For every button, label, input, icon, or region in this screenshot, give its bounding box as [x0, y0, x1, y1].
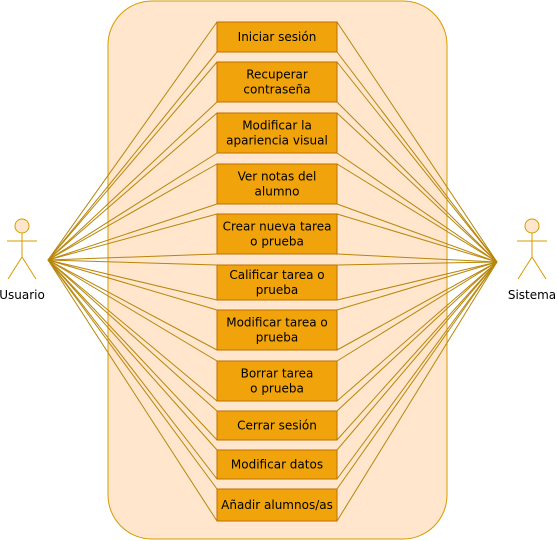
association-line-right — [336, 51, 498, 263]
actor-leg — [7, 256, 23, 280]
stick-figure-icon — [517, 218, 547, 280]
association-line-left — [47, 163, 218, 261]
use-case-label: Calificar tarea o — [229, 268, 324, 282]
association-line-right — [336, 101, 498, 263]
use-case-label: Crear nueva tarea — [223, 220, 332, 234]
association-line-right — [336, 261, 498, 362]
stick-figure-icon — [7, 218, 37, 280]
actor-label-sistema: Sistema — [508, 288, 556, 302]
use-case-label: alumno — [255, 185, 300, 199]
use-case-label: Añadir alumnos/as — [221, 498, 333, 512]
actor-usuario: Usuario — [0, 218, 45, 302]
use-case-label: Cerrar sesión — [237, 419, 317, 433]
actor-head — [14, 218, 30, 234]
association-line-right — [336, 261, 498, 522]
use-case-label: o prueba — [250, 382, 304, 396]
use-case-box — [216, 360, 338, 402]
use-case-label: Modificar tarea o — [226, 316, 328, 330]
association-line-left — [47, 259, 218, 301]
use-case-label: Modificar la — [242, 119, 312, 133]
use-case: Modificar datos — [216, 449, 338, 480]
use-case-box — [216, 488, 338, 522]
use-case-box — [216, 309, 338, 351]
association-line-left — [47, 203, 218, 261]
use-case: Añadir alumnos/as — [216, 488, 338, 522]
association-lines — [47, 21, 498, 522]
association-line-right — [336, 261, 498, 412]
use-case-box — [216, 410, 338, 441]
use-case-label: Modificar datos — [231, 458, 323, 472]
use-case-box — [216, 112, 338, 154]
association-line-left — [47, 61, 218, 261]
association-line-left — [47, 259, 218, 412]
association-line-left — [47, 21, 218, 261]
use-case-label: Iniciar sesión — [238, 30, 317, 44]
association-line-right — [336, 261, 498, 451]
use-case-box — [216, 163, 338, 205]
association-line-left — [47, 152, 218, 261]
use-cases: Iniciar sesiónRecuperarcontraseñaModific… — [216, 21, 338, 522]
association-line-left — [47, 259, 218, 441]
association-line-right — [336, 261, 498, 402]
association-line-right — [336, 261, 498, 490]
use-case-label: Borrar tarea — [241, 367, 314, 381]
actor-label-usuario: Usuario — [0, 288, 45, 302]
use-case-label: apariencia visual — [226, 134, 328, 148]
use-case-box — [216, 264, 338, 301]
use-case: Cerrar sesión — [216, 410, 338, 441]
use-case-label: contraseña — [243, 83, 310, 97]
actor-leg — [517, 256, 533, 280]
association-line-right — [336, 261, 498, 351]
use-case-box — [216, 449, 338, 480]
association-line-right — [336, 253, 498, 263]
use-case-box — [216, 21, 338, 53]
association-line-left — [47, 259, 218, 522]
actor-sistema: Sistema — [508, 218, 556, 302]
association-line-right — [336, 261, 498, 480]
association-line-right — [336, 152, 498, 263]
association-line-right — [336, 112, 498, 263]
use-case-label: prueba — [256, 283, 299, 297]
association-line-right — [336, 213, 498, 263]
actor-head — [524, 218, 540, 234]
association-line-left — [47, 259, 218, 451]
association-line-right — [336, 261, 498, 301]
association-line-left — [47, 259, 218, 480]
association-line-right — [336, 261, 498, 266]
association-line-left — [47, 259, 218, 490]
association-line-left — [47, 112, 218, 261]
use-case-box — [216, 213, 338, 255]
association-line-right — [336, 203, 498, 263]
use-case-label: prueba — [256, 331, 299, 345]
association-line-left — [47, 259, 218, 311]
association-line-left — [47, 51, 218, 261]
actor-leg — [21, 256, 37, 280]
association-line-left — [47, 253, 218, 261]
actor-leg — [531, 256, 547, 280]
use-case-label: Recuperar — [246, 68, 308, 82]
association-line-left — [47, 259, 218, 362]
association-line-left — [47, 259, 218, 351]
association-line-right — [336, 261, 498, 311]
use-case-box — [216, 61, 338, 103]
association-line-left — [47, 259, 218, 266]
association-line-right — [336, 21, 498, 263]
association-line-left — [47, 259, 218, 402]
use-case-label: o prueba — [250, 235, 304, 249]
association-line-right — [336, 61, 498, 263]
association-line-left — [47, 213, 218, 261]
use-case: Iniciar sesión — [216, 21, 338, 53]
association-line-left — [47, 101, 218, 261]
association-line-right — [336, 261, 498, 441]
association-line-right — [336, 163, 498, 263]
use-case-label: Ver notas del — [238, 170, 317, 184]
